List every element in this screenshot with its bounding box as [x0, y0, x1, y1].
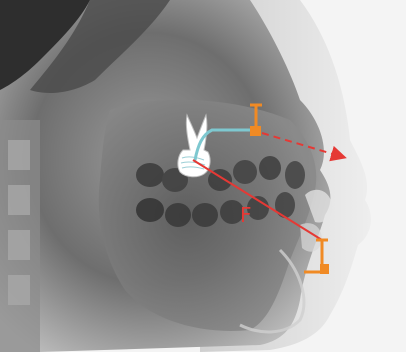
force-label: F — [240, 203, 252, 227]
